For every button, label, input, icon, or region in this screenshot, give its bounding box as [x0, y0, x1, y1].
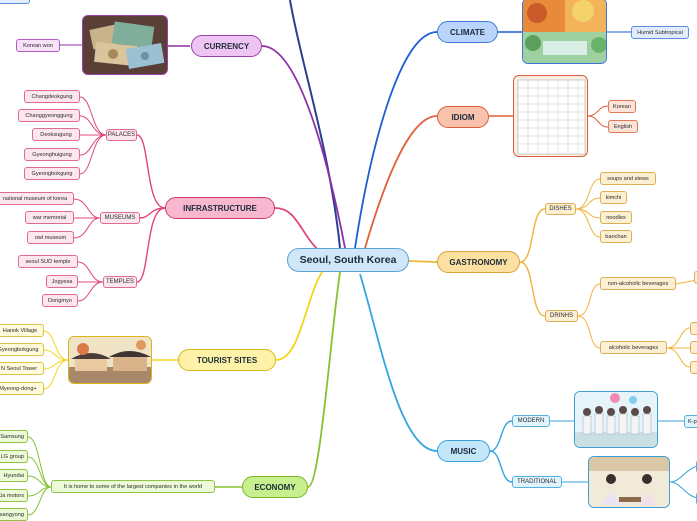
company-item-4[interactable]: Ssangyong — [0, 508, 28, 521]
idiom-item-0[interactable]: Korean — [608, 100, 636, 113]
dishes-subtopic[interactable]: DISHES — [545, 203, 576, 215]
banknotes-icon — [83, 16, 167, 74]
museum-item-0[interactable]: national museum of korea — [0, 192, 74, 205]
currency-item-0[interactable]: Korean won — [16, 39, 60, 52]
temples-subtopic[interactable]: TEMPLES — [103, 276, 137, 288]
palace-item-2[interactable]: Deoksugung — [32, 128, 80, 141]
kpop-group-icon — [575, 392, 657, 447]
partial-drink-node-1 — [690, 341, 697, 354]
dish-item-2[interactable]: noodles — [600, 211, 632, 224]
music-topic[interactable]: MUSIC — [437, 440, 490, 462]
kpop-group-image — [574, 391, 658, 448]
temple-item-1[interactable]: Jogyesa — [46, 275, 78, 288]
hangul-chart-image — [513, 75, 588, 157]
museum-item-2[interactable]: owl museum — [27, 231, 74, 244]
tourist-sites-topic[interactable]: TOURIST SITES — [178, 349, 276, 371]
museums-subtopic[interactable]: MUSEUMS — [100, 212, 140, 224]
dish-item-3[interactable]: banchan — [600, 230, 632, 243]
currency-topic[interactable]: CURRENCY — [191, 35, 262, 57]
temple-item-2[interactable]: Dongmyo — [42, 294, 78, 307]
climate-item-0[interactable]: Humid Subtropical — [631, 26, 689, 39]
palace-item-1[interactable]: Changgyeonggung — [18, 109, 80, 122]
economy-topic[interactable]: ECONOMY — [242, 476, 308, 498]
company-item-1[interactable]: LG group — [0, 450, 28, 463]
modern-subtopic[interactable]: MODERN — [512, 415, 550, 427]
company-item-2[interactable]: Hyundai — [0, 469, 28, 482]
economy-description[interactable]: It is home to some of the largest compan… — [51, 480, 215, 493]
dish-item-0[interactable]: soups and stews — [600, 172, 656, 185]
partial-node-top — [0, 0, 30, 4]
non-alcoholic-beverages[interactable]: non-alcoholic beverages — [600, 277, 676, 290]
palace-item-0[interactable]: Changdeokgung — [24, 90, 80, 103]
tourist-item-0[interactable]: Hanok Village — [0, 324, 44, 337]
drinks-subtopic[interactable]: DRINHS — [545, 310, 578, 322]
idiom-topic[interactable]: IDIOM — [437, 106, 489, 128]
traditional-subtopic[interactable]: TRADITIONAL — [512, 476, 562, 488]
gastronomy-topic[interactable]: GASTRONOMY — [437, 251, 520, 273]
seasons-landscape-icon — [523, 0, 606, 63]
partial-drink-node-2 — [690, 361, 697, 374]
museum-item-1[interactable]: war memorial — [25, 211, 74, 224]
climate-image — [522, 0, 607, 64]
palaces-subtopic[interactable]: PALACES — [106, 129, 137, 141]
company-item-0[interactable]: Samsung — [0, 430, 28, 443]
partial-drink-node-3 — [694, 271, 697, 284]
traditional-music-image — [588, 456, 670, 508]
dish-item-1[interactable]: kimchi — [600, 191, 627, 204]
alcoholic-beverages[interactable]: alcoholic beverages — [600, 341, 667, 354]
tourist-item-1[interactable]: Gyeongbokgung — [0, 343, 44, 356]
hanok-houses-icon — [69, 337, 151, 383]
climate-topic[interactable]: CLIMATE — [437, 21, 498, 43]
traditional-musicians-icon — [589, 457, 669, 507]
tourist-item-3[interactable]: Myeong-dong+ — [0, 382, 44, 395]
hangul-table-icon — [517, 79, 586, 155]
tourist-item-2[interactable]: N Seoul Tower — [0, 362, 44, 375]
company-item-3[interactable]: Kia motors — [0, 489, 28, 502]
idiom-item-1[interactable]: English — [608, 120, 638, 133]
infrastructure-topic[interactable]: INFRASTRUCTURE — [165, 197, 275, 219]
central-topic[interactable]: Seoul, South Korea — [287, 248, 409, 272]
currency-image — [82, 15, 168, 75]
partial-drink-node-0 — [690, 322, 697, 335]
palace-item-3[interactable]: Gyeonghuigung — [24, 148, 80, 161]
temple-item-0[interactable]: seoul SUD temple — [18, 255, 78, 268]
kpop-item[interactable]: K-pop — [684, 415, 697, 428]
palace-item-4[interactable]: Gyeongbokgung — [24, 167, 80, 180]
hanok-village-image — [68, 336, 152, 384]
